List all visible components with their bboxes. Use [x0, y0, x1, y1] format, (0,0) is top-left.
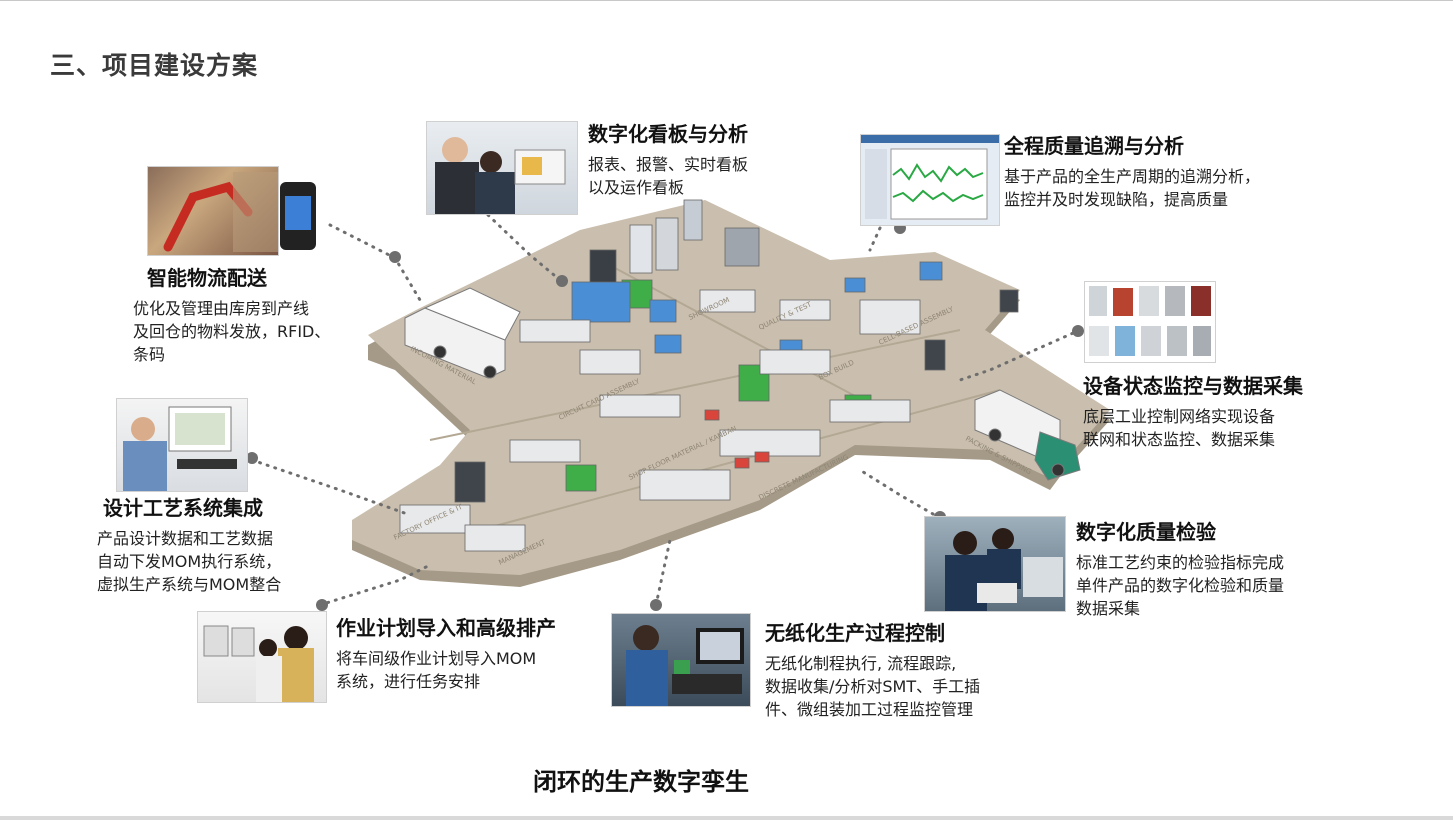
- inspection-desc: 标准工艺约束的检验指标完成 单件产品的数字化检验和质量 数据采集: [1076, 551, 1284, 620]
- factory-equipment: [399, 199, 1019, 552]
- connector-equipment: [958, 328, 1082, 382]
- block-traceability: 全程质量追溯与分析 基于产品的全生产周期的追溯分析， 监控并及时发现缺陷，提高质…: [1004, 130, 1260, 211]
- desc-line: 件、微组装加工过程监控管理: [765, 700, 974, 719]
- logistics-desc: 优化及管理由库房到产线 及回仓的物料发放，RFID、 条码: [133, 297, 330, 366]
- connector-inspection: [858, 468, 942, 520]
- design-title: 设计工艺系统集成: [103, 496, 263, 520]
- desc-line: 自动下发MOM执行系统，: [97, 552, 282, 571]
- block-design: 设计工艺系统集成 产品设计数据和工艺数据 自动下发MOM执行系统， 虚拟生产系统…: [97, 492, 281, 596]
- floor-surface: [352, 200, 1110, 575]
- desc-line: 标准工艺约束的检验指标完成: [1076, 553, 1285, 572]
- workers-computers-photo: [197, 611, 327, 703]
- blue-panels: [571, 261, 943, 357]
- equipment-title: 设备状态监控与数据采集: [1083, 374, 1303, 398]
- shipping-truck: [974, 389, 1081, 481]
- desc-line: 产品设计数据和工艺数据: [97, 529, 274, 548]
- dashboard-title: 数字化看板与分析: [588, 122, 748, 146]
- dashboard-desc: 报表、报警、实时看板 以及运作看板: [588, 153, 748, 199]
- connector-paperless: [654, 538, 672, 607]
- logistics-title: 智能物流配送: [147, 266, 267, 290]
- paperless-title: 无纸化生产过程控制: [765, 621, 945, 645]
- design-desc: 产品设计数据和工艺数据 自动下发MOM执行系统， 虚拟生产系统与MOM整合: [97, 527, 281, 596]
- desc-line: 数据收集/分析对SMT、手工插: [765, 677, 981, 696]
- desc-line: 单件产品的数字化检验和质量: [1076, 576, 1285, 595]
- chart-screenshot: [860, 134, 1000, 226]
- desc-line: 联网和状态监控、数据采集: [1083, 430, 1276, 449]
- red-bins: [704, 409, 770, 469]
- desc-line: 无纸化制程执行, 流程跟踪,: [765, 654, 957, 673]
- connector-lines: [250, 213, 1082, 607]
- block-inspection: 数字化质量检验 标准工艺约束的检验指标完成 单件产品的数字化检验和质量 数据采集: [1076, 516, 1284, 620]
- office-meeting-photo: [426, 121, 578, 215]
- dark-cabinets: [454, 289, 1019, 503]
- desc-line: 虚拟生产系统与MOM整合: [97, 575, 282, 594]
- block-scheduling: 作业计划导入和高级排产 将车间级作业计划导入MOM 系统，进行任务安排: [336, 612, 556, 693]
- desc-line: 监控并及时发现缺陷，提高质量: [1004, 190, 1229, 209]
- desc-line: 及回仓的物料发放，RFID、: [133, 322, 331, 341]
- desc-line: 基于产品的全生产周期的追溯分析，: [1004, 167, 1261, 186]
- desc-line: 数据采集: [1076, 599, 1141, 618]
- traceability-desc: 基于产品的全生产周期的追溯分析， 监控并及时发现缺陷，提高质量: [1004, 165, 1260, 211]
- incoming-truck: [404, 287, 521, 379]
- scheduling-desc: 将车间级作业计划导入MOM 系统，进行任务安排: [336, 647, 556, 693]
- robot-arm-photo: [147, 166, 279, 256]
- block-paperless: 无纸化生产过程控制 无纸化制程执行, 流程跟踪, 数据收集/分析对SMT、手工插…: [765, 617, 980, 721]
- bottom-border: [0, 816, 1453, 820]
- engineer-photo: [116, 398, 248, 492]
- connector-design: [250, 458, 412, 517]
- desc-line: 底层工业控制网络实现设备: [1083, 407, 1276, 426]
- desc-line: 将车间级作业计划导入MOM: [336, 649, 537, 668]
- microscope-photo: [611, 613, 751, 707]
- lab-workers-photo: [924, 516, 1066, 612]
- desc-line: 条码: [133, 345, 166, 364]
- desc-line: 报表、报警、实时看板: [588, 155, 749, 174]
- scheduling-title: 作业计划导入和高级排产: [336, 616, 556, 640]
- page-title: 三、项目建设方案: [50, 51, 259, 80]
- top-border: [0, 0, 1453, 1]
- block-equipment: 设备状态监控与数据采集 底层工业控制网络实现设备 联网和状态监控、数据采集: [1083, 370, 1303, 451]
- desc-line: 以及运作看板: [588, 178, 685, 197]
- machines-grid-photo: [1084, 281, 1216, 363]
- traceability-title: 全程质量追溯与分析: [1004, 134, 1184, 158]
- connector-scheduling: [318, 563, 432, 607]
- rack-cluster-1: [589, 199, 760, 291]
- connector-logistics: [328, 223, 422, 302]
- workstations: [399, 289, 921, 552]
- inspection-title: 数字化质量检验: [1076, 520, 1216, 544]
- diagram-caption: 闭环的生产数字孪生: [533, 768, 749, 796]
- connector-traceability: [868, 226, 882, 252]
- equipment-desc: 底层工业控制网络实现设备 联网和状态监控、数据采集: [1083, 405, 1303, 451]
- block-logistics: 智能物流配送 优化及管理由库房到产线 及回仓的物料发放，RFID、 条码: [133, 262, 330, 366]
- block-dashboard: 数字化看板与分析 报表、报警、实时看板 以及运作看板: [588, 118, 748, 199]
- phone-device-icon: [280, 182, 316, 250]
- desc-line: 优化及管理由库房到产线: [133, 299, 310, 318]
- desc-line: 系统，进行任务安排: [336, 672, 481, 691]
- connector-dashboard: [486, 213, 562, 282]
- paperless-desc: 无纸化制程执行, 流程跟踪, 数据收集/分析对SMT、手工插 件、微组装加工过程…: [765, 652, 980, 721]
